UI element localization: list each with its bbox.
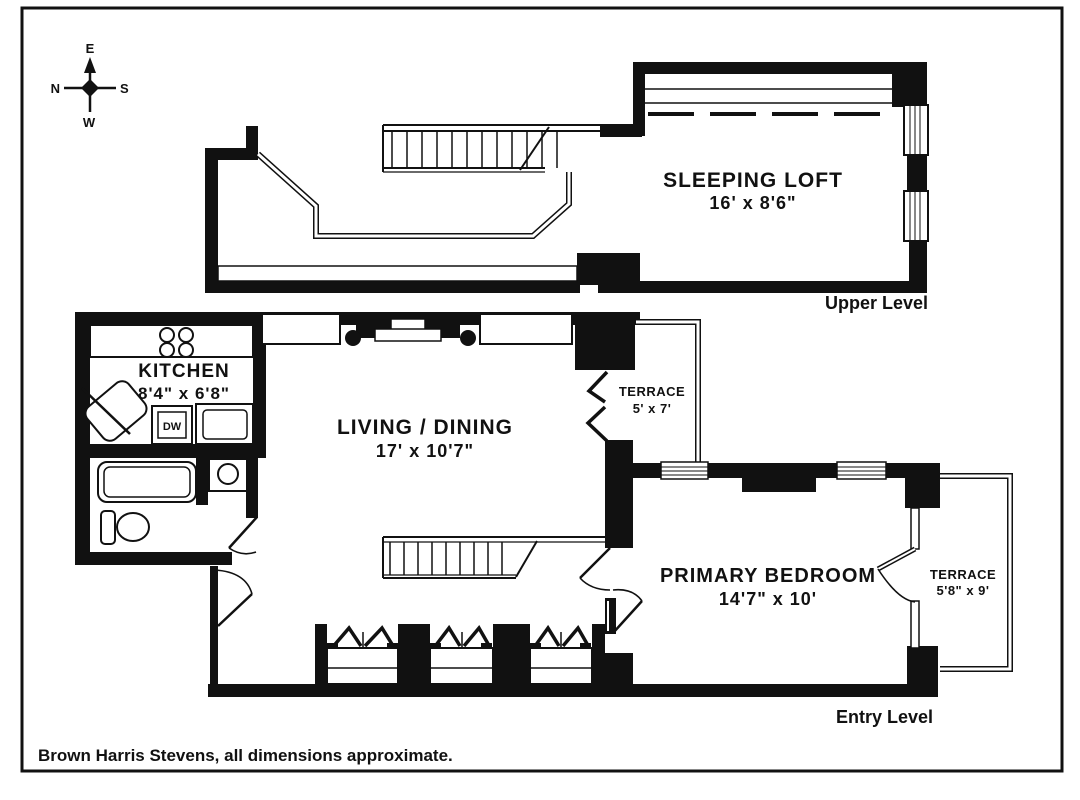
- sleeping-loft-dims: 16' x 8'6": [709, 193, 796, 213]
- living-dining-dims: 17' x 10'7": [376, 441, 474, 461]
- entry-level-walls: [75, 312, 940, 697]
- bathroom-door: [228, 516, 258, 555]
- footer-disclaimer: Brown Harris Stevens, all dimensions app…: [38, 746, 453, 765]
- hall-door: [214, 569, 253, 627]
- upper-staircase: [382, 124, 603, 173]
- closet-boxes: [326, 647, 593, 685]
- compass-west-label: W: [83, 115, 96, 130]
- page-border: [20, 6, 1064, 773]
- upper-railing: [255, 151, 572, 239]
- terrace-small-railing: [636, 319, 701, 462]
- entry-level-plan: DW: [75, 312, 1013, 727]
- chimney-breast: [356, 312, 460, 342]
- kitchen-door: [81, 380, 148, 442]
- stair-hall-door: [579, 547, 611, 591]
- loft-shelf-lines: [645, 88, 892, 104]
- terrace-large-dims: 5'8" x 9': [937, 583, 990, 598]
- upper-level-plan: SLEEPING LOFT 16' x 8'6" Upper Level: [205, 62, 929, 313]
- loft-window-lower: [903, 190, 929, 242]
- kitchen-sink: [195, 403, 254, 445]
- compass-rose-icon: E N S W: [51, 41, 129, 130]
- dishwasher-label: DW: [163, 421, 182, 433]
- stair-treads: [391, 131, 558, 168]
- stair-break-line: [519, 126, 550, 171]
- stair-treads: [389, 542, 503, 575]
- kitchen-dims: 8'4" x 6'8": [138, 384, 230, 403]
- bedroom-terrace-door: [876, 546, 917, 603]
- glass-panel-upper: [910, 507, 920, 550]
- entry-staircase: [382, 536, 610, 579]
- compass-east-label: E: [86, 41, 95, 56]
- living-window-right: [479, 313, 573, 345]
- primary-bedroom-label: PRIMARY BEDROOM: [660, 565, 876, 587]
- terrace-small-accordion-door: [585, 370, 609, 443]
- column-dot-right: [460, 330, 476, 346]
- living-dining-label: LIVING / DINING: [337, 416, 513, 439]
- upper-ledge: [217, 265, 578, 282]
- dishwasher: DW: [151, 405, 193, 445]
- compass-north-label: N: [51, 81, 60, 96]
- bedroom-window-left: [660, 461, 709, 480]
- folding-window-1: [329, 625, 397, 651]
- living-window-left: [261, 313, 341, 345]
- toilet: [100, 510, 150, 545]
- bedroom-entry-door: [612, 588, 643, 634]
- sleeping-loft-label: SLEEPING LOFT: [663, 169, 843, 192]
- terrace-large-railing: [940, 473, 1013, 672]
- terrace-large-label: TERRACE: [930, 567, 996, 582]
- terrace-small-label: TERRACE: [619, 384, 685, 399]
- compass-south-label: S: [120, 81, 129, 96]
- upper-level-walls: [205, 62, 927, 293]
- primary-bedroom-dims: 14'7" x 10': [719, 589, 817, 609]
- upper-level-caption: Upper Level: [825, 293, 928, 313]
- column-dot-left: [345, 330, 361, 346]
- bedroom-window-right: [836, 461, 887, 480]
- folding-window-3: [531, 624, 592, 651]
- stove-burners: [159, 327, 194, 358]
- kitchen-label: KITCHEN: [138, 361, 229, 382]
- terrace-small-dims: 5' x 7': [633, 401, 672, 416]
- bathroom-sink: [208, 458, 248, 492]
- bathtub: [97, 461, 197, 503]
- entry-level-caption: Entry Level: [836, 707, 933, 727]
- glass-panel-lower: [910, 600, 920, 649]
- stair-break-line: [515, 540, 538, 578]
- folding-window-2: [431, 624, 493, 651]
- loft-window-upper: [903, 104, 929, 156]
